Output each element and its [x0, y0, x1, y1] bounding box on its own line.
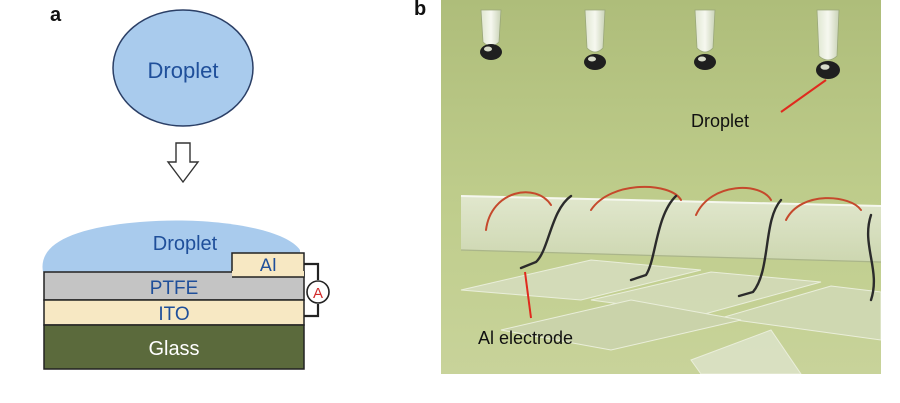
device-strip: [461, 196, 881, 262]
droplet-label: Droplet: [148, 58, 219, 83]
glass-label: Glass: [148, 338, 199, 360]
ito-layer: [43, 299, 305, 326]
circuit-wire-bottom: [304, 304, 320, 318]
device-schematic: Droplet Droplet Al PTFE ITO Glass A: [42, 9, 330, 370]
ptfe-label: PTFE: [150, 278, 199, 299]
ammeter-label: A: [313, 285, 323, 302]
nozzle: [816, 9, 840, 79]
droplet-shape: [112, 9, 254, 127]
electrode-label: Al electrode: [478, 328, 573, 348]
droplet-pointer: [780, 79, 827, 113]
nozzle: [480, 9, 502, 60]
photo-droplet-label: Droplet: [691, 111, 749, 131]
glass-substrates: [460, 259, 881, 374]
electrode-pointer: [524, 271, 532, 319]
al-overlap-fill: [232, 271, 304, 277]
circuit-wire-top: [304, 262, 320, 280]
nozzle: [694, 9, 716, 70]
layer-droplet-label: Droplet: [153, 233, 218, 255]
nozzle: [584, 9, 606, 70]
glass-layer: [43, 324, 305, 370]
panel-b-letter: b: [414, 0, 427, 20]
panel-a-letter: a: [50, 4, 62, 26]
nozzles: [480, 9, 840, 79]
ito-label: ITO: [158, 304, 189, 325]
device-photo: Droplet Al electrode: [441, 0, 881, 374]
ammeter-icon: [306, 280, 330, 304]
down-arrow-icon: [166, 142, 200, 184]
electrode-wires: [485, 185, 876, 302]
